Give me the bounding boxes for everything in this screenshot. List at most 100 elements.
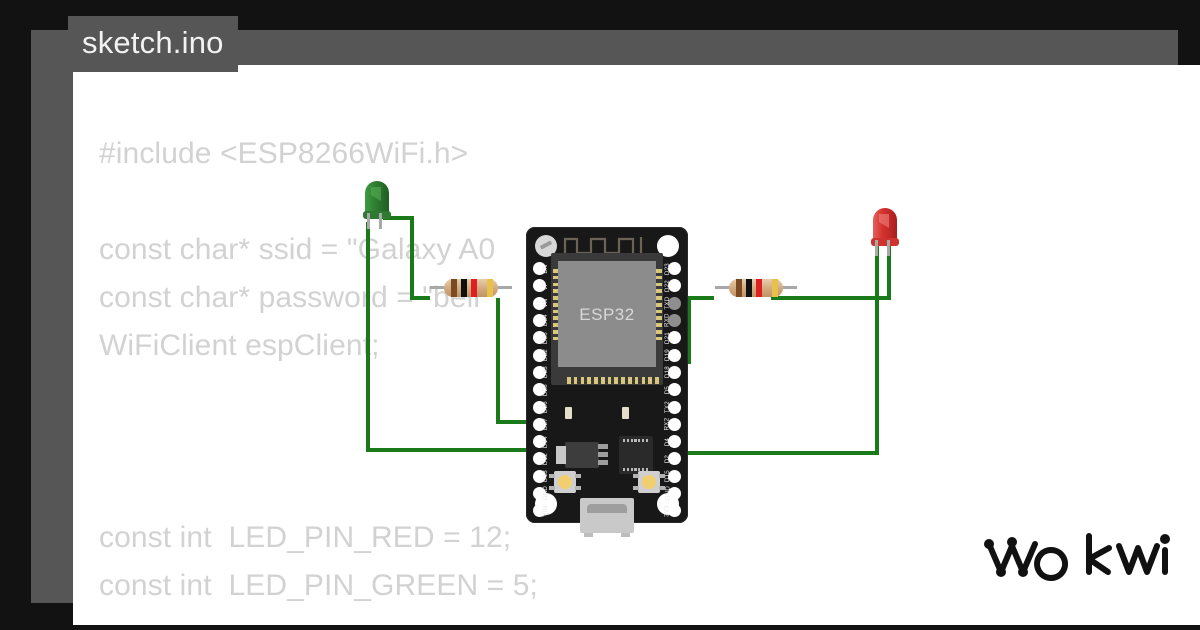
- pin-pad[interactable]: [668, 348, 681, 362]
- pin-pad[interactable]: [668, 296, 681, 310]
- chip-pad: [641, 467, 645, 471]
- pin-pad[interactable]: [533, 296, 546, 310]
- chip-pad: [623, 467, 626, 471]
- board-pin-rxd[interactable]: RXD: [658, 312, 681, 329]
- pin-pad[interactable]: [668, 279, 681, 293]
- board-pin-d14[interactable]: D14: [533, 433, 556, 450]
- board-pin-en[interactable]: EN: [533, 260, 556, 277]
- pin-pad[interactable]: [668, 383, 681, 397]
- wire[interactable]: [682, 236, 879, 455]
- module-pad: [552, 330, 560, 334]
- board-pin-d34[interactable]: D34: [533, 312, 556, 329]
- board-pin-d19[interactable]: D19: [658, 346, 681, 363]
- en-button[interactable]: [549, 471, 581, 493]
- pin-pad[interactable]: [668, 435, 681, 449]
- pin-pad[interactable]: [533, 279, 546, 293]
- board-pin-d33[interactable]: D33: [533, 364, 556, 381]
- board-pin-d15[interactable]: D15: [658, 468, 681, 485]
- pin-pad[interactable]: [533, 417, 546, 431]
- module-pad: [552, 316, 560, 321]
- board-pin-d23[interactable]: D23: [658, 260, 681, 277]
- resistor-red-led[interactable]: [715, 277, 797, 299]
- board-pin-gnd[interactable]: GND: [533, 485, 556, 502]
- board-pin-vn[interactable]: VN: [533, 295, 556, 312]
- module-pad: [648, 376, 652, 384]
- file-name-tab[interactable]: sketch.ino: [68, 16, 238, 72]
- pin-label: D19: [663, 349, 671, 362]
- usb-uart-chip: [619, 436, 653, 474]
- board-pin-txd[interactable]: TXD: [658, 295, 681, 312]
- board-pin-d32[interactable]: D32: [533, 346, 556, 363]
- module-pad: [567, 376, 571, 384]
- pin-label: VN: [541, 298, 549, 308]
- pin-pad[interactable]: [533, 365, 546, 379]
- board-pin-d18[interactable]: D18: [658, 364, 681, 381]
- red-led-body: [871, 208, 899, 246]
- board-pin-rx2[interactable]: RX2: [658, 416, 681, 433]
- module-pad: [654, 336, 662, 341]
- pin-label: 3V3: [663, 504, 671, 517]
- board-pin-gnd[interactable]: GND: [658, 485, 681, 502]
- pin-pad[interactable]: [533, 383, 546, 397]
- board-pin-d22[interactable]: D22: [658, 277, 681, 294]
- board-pin-d26[interactable]: D26: [533, 398, 556, 415]
- board-pin-d4[interactable]: D4: [658, 433, 681, 450]
- micro-usb-connector[interactable]: [580, 498, 634, 537]
- capacitor-1: [565, 407, 572, 419]
- board-pin-vp[interactable]: VP: [533, 277, 556, 294]
- pin-pad[interactable]: [533, 400, 546, 414]
- pin-pad[interactable]: [668, 504, 681, 518]
- board-pin-vin[interactable]: VIN: [533, 502, 556, 519]
- pin-pad[interactable]: [668, 417, 681, 431]
- pin-pad[interactable]: [533, 504, 546, 518]
- capacitor-2: [622, 407, 629, 419]
- mount-hole-top-right: [657, 235, 679, 257]
- module-pad: [600, 376, 605, 384]
- pin-pad[interactable]: [668, 487, 681, 500]
- pin-pad[interactable]: [533, 331, 546, 345]
- pin-pad[interactable]: [533, 348, 546, 362]
- pin-pad[interactable]: [668, 452, 681, 466]
- board-pin-d35[interactable]: D35: [533, 329, 556, 346]
- module-pads-bottom: [567, 376, 659, 384]
- pin-pad[interactable]: [533, 469, 546, 483]
- pin-pad[interactable]: [668, 314, 681, 328]
- pin-pad[interactable]: [668, 331, 681, 345]
- green-led[interactable]: [361, 173, 395, 238]
- board-pin-d12[interactable]: D12: [533, 450, 556, 467]
- pin-pad[interactable]: [533, 435, 546, 449]
- diagram-canvas[interactable]: #include <ESP8266WiFi.h>const char* ssid…: [73, 65, 1200, 625]
- pin-pad[interactable]: [533, 314, 546, 328]
- module-pad: [641, 376, 646, 384]
- module-pad: [654, 275, 662, 280]
- board-pin-d21[interactable]: D21: [658, 329, 681, 346]
- pin-pad[interactable]: [533, 487, 546, 500]
- module-pad: [614, 376, 619, 384]
- pin-pad[interactable]: [533, 262, 546, 276]
- pin-pad[interactable]: [668, 469, 681, 483]
- pin-pad[interactable]: [533, 452, 546, 466]
- resistor-green-led[interactable]: [430, 277, 512, 299]
- resistor-band-2: [461, 279, 467, 297]
- pin-pad[interactable]: [668, 365, 681, 379]
- wire[interactable]: [383, 216, 430, 300]
- board-pin-d25[interactable]: D25: [533, 381, 556, 398]
- board-pin-d5[interactable]: D5: [658, 381, 681, 398]
- pin-pad[interactable]: [668, 400, 681, 414]
- boot-button[interactable]: [633, 471, 665, 493]
- board-pin-d13[interactable]: D13: [533, 468, 556, 485]
- module-pad: [655, 376, 659, 384]
- board-pin-d2[interactable]: D2: [658, 450, 681, 467]
- red-led[interactable]: [869, 200, 903, 265]
- chip-pad: [626, 439, 629, 443]
- board-pin-3v3[interactable]: 3V3: [658, 502, 681, 519]
- board-pin-tx2[interactable]: TX2: [658, 398, 681, 415]
- board-pin-d27[interactable]: D27: [533, 416, 556, 433]
- pin-pad[interactable]: [668, 262, 681, 276]
- resistor-band-4: [487, 279, 493, 297]
- module-pad: [552, 323, 560, 327]
- module-pad: [654, 302, 662, 307]
- chip-label: ESP32: [579, 305, 635, 324]
